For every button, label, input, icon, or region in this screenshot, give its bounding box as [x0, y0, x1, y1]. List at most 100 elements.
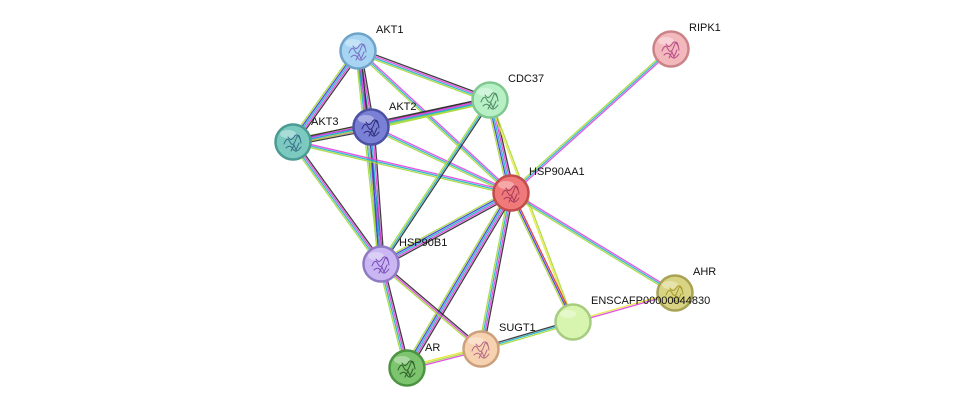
- edge-akt1-cdc37[interactable]: [356, 48, 492, 103]
- node-circle: [656, 274, 694, 312]
- edge-ripk1-hsp90aa1[interactable]: [509, 47, 673, 195]
- node-highlight: [560, 310, 576, 318]
- node-highlight: [345, 39, 361, 47]
- node-cdc37[interactable]: CDC37: [471, 73, 545, 119]
- edge-hsp90aa1-ar[interactable]: [403, 191, 515, 370]
- node-circle: [352, 108, 390, 146]
- edge-akt2-hsp90aa1[interactable]: [370, 124, 512, 196]
- edge-evidence-line: [509, 193, 675, 295]
- edge-evidence-line: [358, 49, 513, 193]
- edge-evidence-line: [290, 143, 380, 266]
- edge-evidence-line: [380, 263, 482, 350]
- edge-evidence-line: [379, 191, 511, 264]
- edge-evidence-line: [370, 126, 382, 265]
- protein-structure-icon: [661, 41, 680, 59]
- edge-evidence-line: [289, 48, 356, 141]
- edge-akt2-hsp90b1[interactable]: [367, 126, 385, 265]
- edge-evidence-line: [511, 192, 576, 322]
- node-circle: [339, 32, 377, 70]
- edge-evidence-line: [292, 141, 512, 194]
- edge-cdc37-hsp90b1[interactable]: [379, 98, 492, 266]
- edge-hsp90aa1-hsp90b1[interactable]: [379, 189, 513, 268]
- node-label: AHR: [693, 266, 716, 278]
- edge-evidence-line: [509, 47, 671, 193]
- edge-hsp90b1-sugt1[interactable]: [379, 262, 483, 351]
- protein-structure-icon: [283, 134, 302, 152]
- protein-structure-icon: [480, 92, 499, 110]
- edge-evidence-line: [379, 264, 481, 351]
- node-sugt1[interactable]: SUGT1: [462, 322, 536, 368]
- edge-evidence-line: [356, 51, 511, 195]
- node-label: AKT3: [311, 116, 339, 128]
- edge-evidence-line: [381, 193, 513, 266]
- node-ahr[interactable]: AHR: [656, 266, 717, 312]
- edge-cdc37-enscafp00000044830[interactable]: [488, 99, 575, 323]
- edge-evidence-line: [479, 192, 511, 349]
- edge-evidence-line: [293, 100, 491, 144]
- node-label: HSP90B1: [399, 237, 447, 249]
- node-label: CDC37: [508, 73, 544, 85]
- edge-hsp90aa1-ahr[interactable]: [509, 191, 677, 295]
- edge-evidence-line: [292, 98, 490, 142]
- edge-evidence-line: [293, 101, 491, 145]
- edge-evidence-line: [478, 192, 510, 349]
- edge-evidence-line: [381, 100, 492, 266]
- node-circle: [362, 245, 400, 283]
- node-circle: [471, 81, 509, 119]
- edge-evidence-line: [511, 49, 673, 195]
- node-enscafp00000044830[interactable]: ENSCAFP00000044830: [554, 295, 711, 341]
- edge-evidence-line: [508, 193, 573, 323]
- node-akt1[interactable]: AKT1: [339, 24, 404, 70]
- edge-evidence-line: [370, 127, 511, 196]
- protein-structure-icon: [361, 119, 380, 137]
- edge-evidence-line: [409, 194, 515, 370]
- node-highlight: [498, 181, 514, 189]
- edge-evidence-line: [511, 191, 677, 293]
- node-akt3[interactable]: AKT3: [274, 116, 339, 161]
- edge-evidence-line: [382, 195, 513, 268]
- edge-hsp90aa1-enscafp00000044830[interactable]: [508, 192, 576, 323]
- edge-evidence-line: [294, 140, 384, 263]
- node-highlight: [658, 37, 674, 45]
- node-circle: [462, 330, 500, 368]
- edge-evidence-line: [292, 97, 490, 141]
- node-highlight: [477, 88, 493, 96]
- node-circle: [388, 349, 426, 387]
- protein-structure-icon: [348, 43, 367, 61]
- protein-structure-icon: [397, 360, 416, 378]
- protein-structure-icon: [371, 256, 390, 274]
- node-circle: [652, 30, 690, 68]
- node-hsp90b1[interactable]: HSP90B1: [362, 237, 448, 283]
- edge-evidence-line: [379, 189, 510, 262]
- node-ripk1[interactable]: RIPK1: [652, 22, 721, 68]
- edge-evidence-line: [291, 142, 381, 265]
- node-label: AKT2: [389, 101, 417, 113]
- node-highlight: [368, 252, 384, 260]
- edge-evidence-line: [405, 191, 511, 368]
- edge-evidence-line: [370, 126, 512, 194]
- edge-evidence-line: [292, 142, 511, 196]
- edge-akt3-cdc37[interactable]: [292, 97, 491, 145]
- edge-evidence-line: [379, 98, 490, 264]
- node-circle: [274, 123, 312, 161]
- edge-akt1-hsp90aa1[interactable]: [356, 49, 513, 195]
- edge-evidence-line: [295, 52, 362, 145]
- protein-structure-icon: [665, 285, 684, 303]
- node-highlight: [280, 130, 296, 138]
- edge-akt3-hsp90b1[interactable]: [290, 140, 384, 266]
- edge-evidence-line: [357, 51, 490, 102]
- edge-evidence-line: [371, 126, 384, 264]
- node-hsp90aa1[interactable]: HSP90AA1: [492, 166, 585, 212]
- edge-evidence-line: [293, 139, 512, 193]
- node-ar[interactable]: AR: [388, 342, 441, 387]
- node-label: SUGT1: [499, 322, 536, 334]
- edge-evidence-line: [293, 141, 383, 264]
- edge-evidence-line: [381, 262, 483, 349]
- node-akt2[interactable]: AKT2: [352, 101, 417, 146]
- edge-akt3-hsp90aa1[interactable]: [292, 139, 512, 196]
- edge-hsp90aa1-sugt1[interactable]: [478, 192, 514, 350]
- node-highlight: [468, 337, 484, 345]
- edge-evidence-line: [358, 49, 491, 100]
- node-label: HSP90AA1: [529, 166, 585, 178]
